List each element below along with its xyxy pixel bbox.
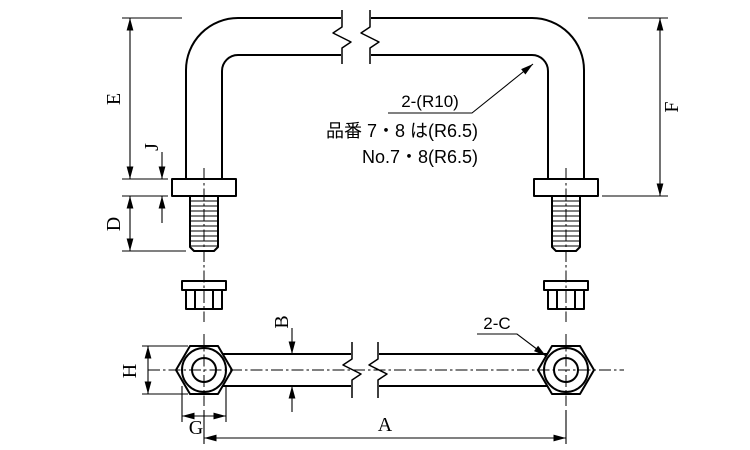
dim-label-h: H <box>119 364 141 378</box>
dim-label-f: F <box>661 101 683 112</box>
dim-label-a: A <box>378 414 393 436</box>
left-flange-and-stud <box>171 178 237 252</box>
centerlines <box>148 168 624 406</box>
radius-note-en: No.7・8(R6.5) <box>362 147 478 167</box>
radius-note-text: 2-(R10) <box>401 92 459 111</box>
hole-note: 2-C <box>477 314 547 357</box>
extension-lines-e <box>122 17 182 180</box>
radius-note-jp: 品番 7・8 は(R6.5) <box>326 121 478 141</box>
dimension-j: J <box>141 143 166 223</box>
corner-radius-note: 2-(R10) 品番 7・8 は(R6.5) No.7・8(R6.5) <box>326 63 534 167</box>
dimension-h: H <box>119 345 188 395</box>
dim-label-g: G <box>189 417 203 439</box>
dimension-d: D <box>103 195 186 252</box>
extension-lines-d <box>122 195 186 252</box>
hole-note-leader <box>477 333 547 357</box>
dim-label-d: D <box>103 217 125 231</box>
dimension-b: B <box>271 315 296 412</box>
bar-outline <box>223 353 547 387</box>
radius-leader-line <box>388 63 534 114</box>
extension-lines-f <box>588 17 668 197</box>
dimension-a: A <box>203 410 567 444</box>
hole-note-text: 2-C <box>483 314 510 333</box>
left-hex-nut-front <box>181 280 227 310</box>
dimension-f: F <box>588 17 683 197</box>
dim-label-e: E <box>103 93 125 105</box>
dim-label-b: B <box>271 315 293 328</box>
break-symbol-top <box>332 10 380 64</box>
dimension-e: E <box>103 17 182 180</box>
handle-outline <box>185 17 585 179</box>
dim-label-j: J <box>141 143 163 151</box>
right-hex-nut-front <box>543 280 589 310</box>
right-flange-and-stud <box>533 178 599 252</box>
